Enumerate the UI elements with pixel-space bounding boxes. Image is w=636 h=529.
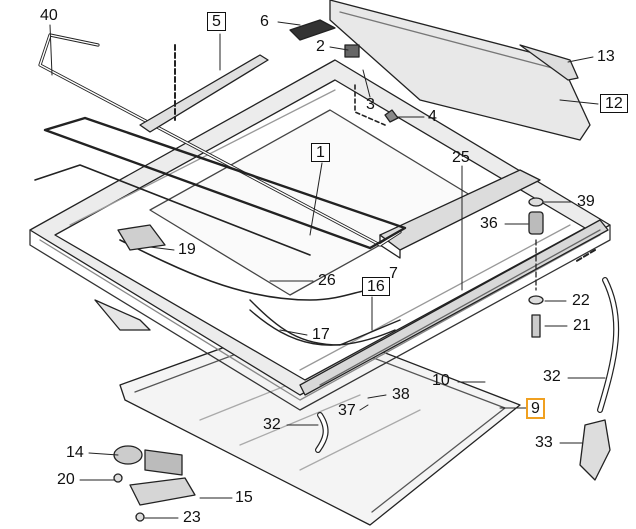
drain-hose-left xyxy=(315,412,329,453)
callout-7: 7 xyxy=(389,265,398,282)
callout-12: 12 xyxy=(600,94,628,113)
callout-3: 3 xyxy=(366,96,375,113)
callout-9-highlighted: 9 xyxy=(526,398,545,419)
callout-5: 5 xyxy=(207,12,226,31)
callout-20: 20 xyxy=(57,471,75,488)
callout-13: 13 xyxy=(597,48,615,65)
callout-32-left: 32 xyxy=(263,416,281,433)
callout-39: 39 xyxy=(577,193,595,210)
callout-33: 33 xyxy=(535,434,553,451)
fastener-stack xyxy=(528,197,596,338)
callout-2: 2 xyxy=(316,38,325,55)
callout-22: 22 xyxy=(572,292,590,309)
cables xyxy=(119,239,401,346)
callout-38: 38 xyxy=(392,386,410,403)
callout-36: 36 xyxy=(480,215,498,232)
callout-15: 15 xyxy=(235,489,253,506)
drain-hose-right xyxy=(579,277,620,481)
leader-lines xyxy=(49,21,606,519)
seal-40 xyxy=(38,33,402,247)
glass-seal-frame xyxy=(34,116,407,256)
callout-17: 17 xyxy=(312,326,330,343)
glass-panel xyxy=(119,319,521,526)
callout-23: 23 xyxy=(183,509,201,526)
callout-10: 10 xyxy=(432,372,450,389)
callout-25: 25 xyxy=(452,149,470,166)
slide-mechanism-top xyxy=(139,19,399,133)
motor-assembly xyxy=(113,445,196,522)
bracket-19 xyxy=(117,224,166,251)
callout-32-right: 32 xyxy=(543,368,561,385)
callout-1: 1 xyxy=(311,143,330,162)
callout-19: 19 xyxy=(178,241,196,258)
callout-6: 6 xyxy=(260,13,269,30)
callout-26: 26 xyxy=(318,272,336,289)
callout-21: 21 xyxy=(573,317,591,334)
callout-37: 37 xyxy=(338,402,356,419)
rear-crossmember xyxy=(379,169,541,259)
front-rail xyxy=(329,0,591,141)
callout-14: 14 xyxy=(66,444,84,461)
side-rail-right xyxy=(299,219,609,396)
callout-16: 16 xyxy=(362,277,390,296)
callout-4: 4 xyxy=(428,108,437,125)
callout-40: 40 xyxy=(40,7,58,24)
